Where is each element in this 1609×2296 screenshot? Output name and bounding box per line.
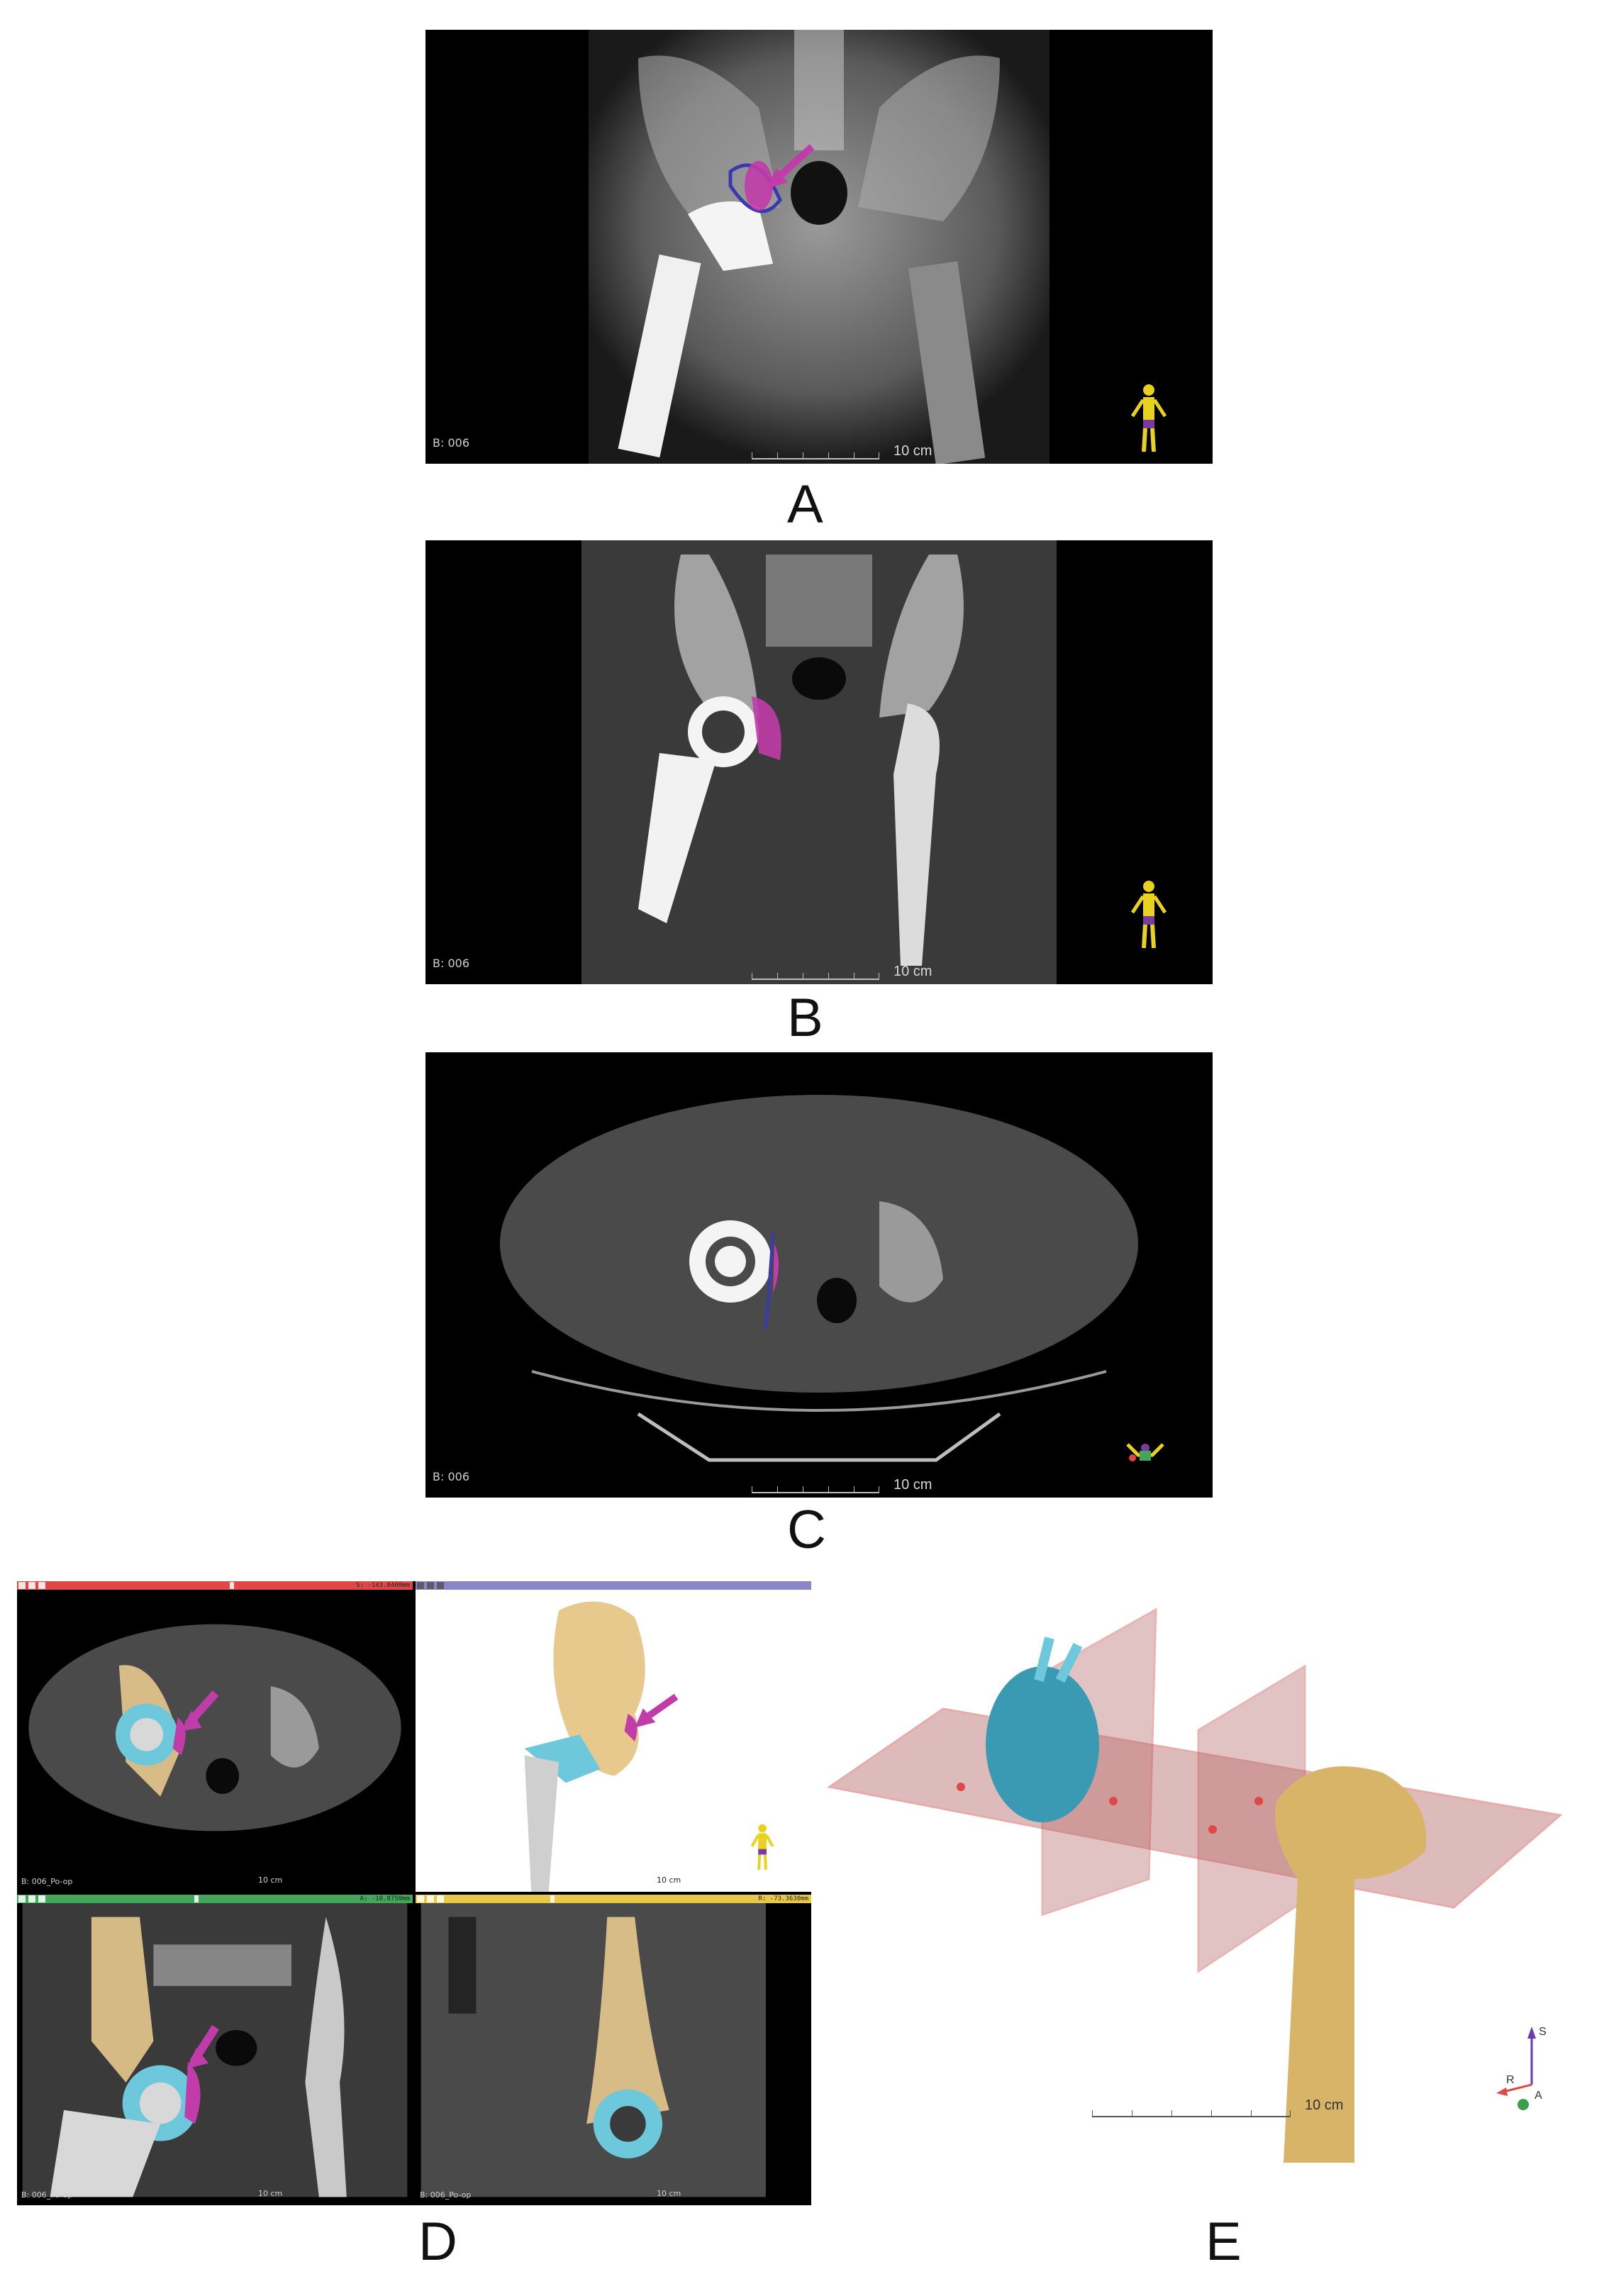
orientation-figure-icon: [1130, 384, 1167, 452]
svg-text:R: R: [1506, 2074, 1515, 2086]
panel-b-coronal-ct: B: 006 10 cm: [425, 540, 1213, 984]
orientation-figure-icon: [1130, 881, 1167, 949]
orientation-figure-icon: [1126, 1443, 1164, 1461]
panel-d-viewer: S: -143.8400mm B: 006_Po-op 10 cm: [17, 1581, 811, 2205]
slice-slider-coronal[interactable]: A: -10.8750mm: [17, 1895, 413, 1903]
slice-slider-axial[interactable]: S: -143.8400mm: [17, 1581, 413, 1590]
scale-bar: [752, 448, 879, 459]
orientation-figure-icon: [750, 1824, 774, 1870]
view-axial[interactable]: S: -143.8400mm B: 006_Po-op 10 cm: [17, 1581, 413, 1892]
svg-text:A: A: [1535, 2090, 1542, 2102]
series-label: B: 006: [433, 1470, 469, 1483]
view-sagittal[interactable]: R: -73.3630mm B: 006_Po-op 10 cm: [416, 1895, 811, 2205]
panel-letter-b: B: [787, 988, 823, 1048]
series-label: B: 006: [433, 436, 469, 450]
orientation-axes-icon: S R A: [1496, 2026, 1547, 2110]
scale-label: 10 cm: [893, 1477, 932, 1493]
panel-a-xray: B: 006 10 cm: [425, 30, 1213, 464]
scale-label: 10 cm: [1305, 2097, 1344, 2113]
series-label: B: 006_Po-op: [21, 2190, 73, 2200]
panel-e-3d-planes[interactable]: S R A 10 cm: [815, 1581, 1603, 2163]
scale-label: 10 cm: [893, 443, 932, 459]
series-label: B: 006: [433, 957, 469, 970]
axial-ct-image: [500, 1095, 1164, 1462]
xray-image: [589, 30, 1167, 464]
svg-text:S: S: [1539, 2026, 1547, 2038]
scale-bar: [752, 1482, 879, 1493]
scale-label: 10 cm: [893, 964, 932, 979]
view-header-3d[interactable]: [416, 1581, 811, 1590]
slice-slider-sagittal[interactable]: R: -73.3630mm: [416, 1895, 811, 1903]
panel-letter-d: D: [418, 2212, 457, 2272]
scale-label: 10 cm: [657, 1876, 681, 1885]
scale-bar: [1092, 2106, 1291, 2117]
scale-label: 10 cm: [258, 1876, 283, 1885]
panel-letter-a: A: [787, 474, 823, 535]
coronal-ct-image: [581, 540, 1167, 984]
series-label: B: 006_Po-op: [420, 2190, 472, 2200]
series-label: B: 006_Po-op: [21, 1877, 73, 1886]
panel-letter-c: C: [787, 1500, 826, 1560]
view-coronal[interactable]: A: -10.8750mm B: 006_Po-op 10 cm: [17, 1895, 413, 2205]
panel-c-axial-ct: B: 006 10 cm: [425, 1052, 1213, 1498]
scale-label: 10 cm: [657, 2189, 681, 2198]
scale-bar: [752, 969, 879, 980]
view-3d[interactable]: 10 cm: [416, 1581, 811, 1892]
panel-letter-e: E: [1206, 2212, 1242, 2272]
scale-label: 10 cm: [258, 2189, 283, 2198]
